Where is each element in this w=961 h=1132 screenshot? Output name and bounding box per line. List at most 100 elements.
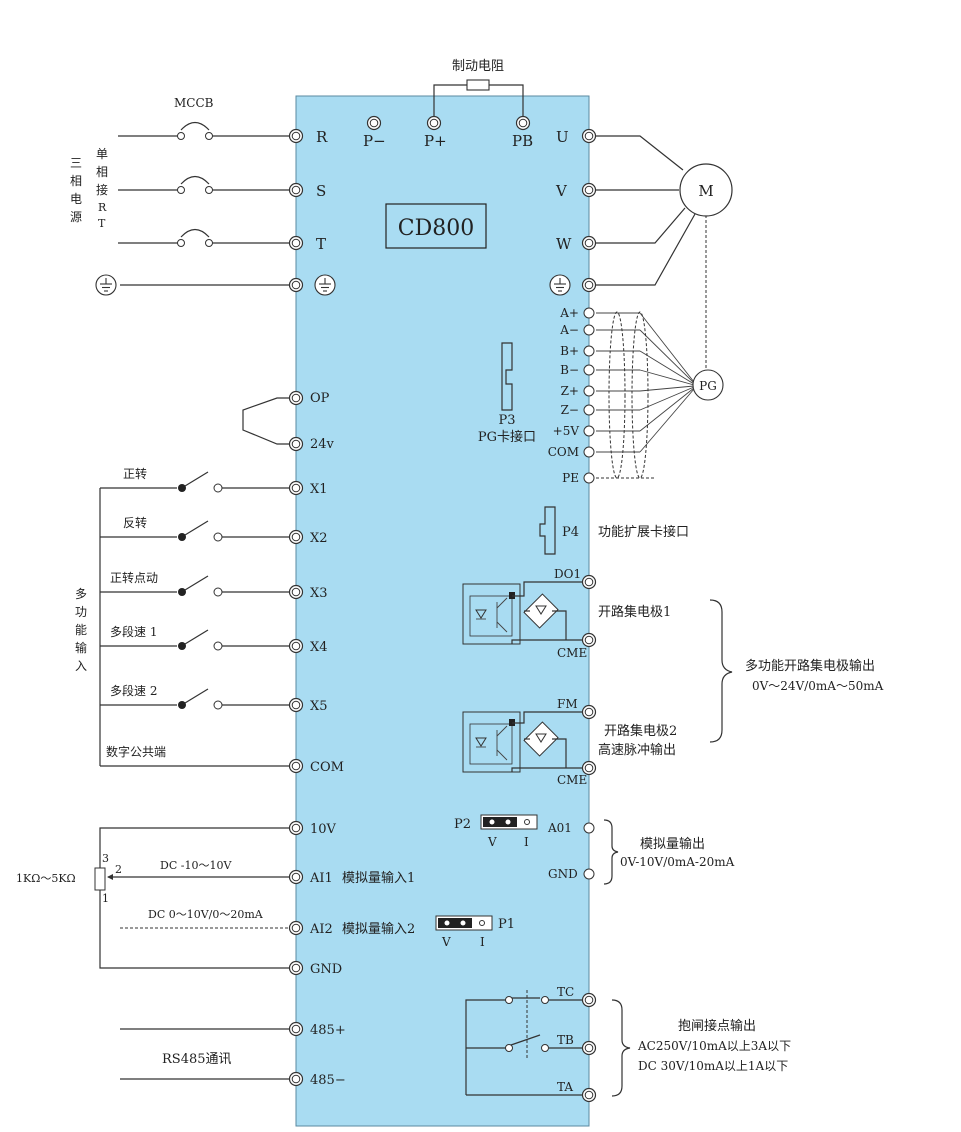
label-cme1: CME	[557, 646, 587, 660]
label-fm: FM	[557, 697, 578, 711]
terminal-z-minus[interactable]	[583, 404, 595, 416]
terminal-w[interactable]	[581, 235, 597, 251]
digital-input-wiring	[99, 471, 289, 767]
terminal-x2[interactable]	[288, 529, 304, 545]
terminal-x4[interactable]	[288, 638, 304, 654]
label-ai2-desc: 模拟量输入2	[342, 921, 415, 937]
ground-symbol-drive-left	[314, 274, 336, 296]
relay-spec-1: AC250V/10mA以上3A以下	[637, 1039, 791, 1053]
input-name-4: 多段速 1	[110, 624, 157, 639]
label-x2: X2	[310, 531, 328, 546]
single-phase-label: 单 相 接 R T	[96, 147, 108, 230]
mccb-label: MCCB	[174, 96, 214, 110]
pot-pin-3: 3	[102, 852, 109, 865]
terminal-x5[interactable]	[288, 697, 304, 713]
terminal-u[interactable]	[581, 128, 597, 144]
input-name-2: 反转	[123, 515, 147, 530]
pulse-label: 高速脉冲输出	[598, 742, 676, 758]
p2-label: P2	[454, 817, 471, 832]
terminal-p-minus[interactable]	[366, 115, 382, 131]
label-r: R	[316, 128, 328, 146]
terminal-p-plus[interactable]	[426, 115, 442, 131]
label-cme2: CME	[557, 773, 587, 787]
jumper-p1[interactable]	[435, 915, 493, 931]
terminal-s[interactable]	[288, 182, 304, 198]
terminal-b-plus[interactable]	[583, 345, 595, 357]
svg-text:功: 功	[75, 605, 87, 619]
terminal-x3[interactable]	[288, 584, 304, 600]
terminal-x1[interactable]	[288, 480, 304, 496]
terminal-tb[interactable]	[581, 1040, 597, 1056]
terminal-do1[interactable]	[581, 574, 597, 590]
terminal-pb[interactable]	[515, 115, 531, 131]
ground-symbol-drive-right	[549, 274, 571, 296]
label-ta: TA	[557, 1080, 573, 1094]
terminal-485-plus[interactable]	[288, 1021, 304, 1037]
terminal-b-minus[interactable]	[583, 364, 595, 376]
terminal-ai2[interactable]	[288, 920, 304, 936]
p1-v: V	[441, 935, 451, 949]
terminal-pg-com[interactable]	[583, 446, 595, 458]
terminal-ai1[interactable]	[288, 869, 304, 885]
ai1-range: DC -10～10V	[160, 859, 232, 872]
terminal-24v[interactable]	[288, 436, 304, 452]
terminal-t[interactable]	[288, 235, 304, 251]
terminal-10v[interactable]	[288, 820, 304, 836]
terminal-tc[interactable]	[581, 992, 597, 1008]
pot-pin-2: 2	[115, 863, 122, 876]
label-ai2: AI2	[309, 922, 333, 937]
p1-i: I	[480, 935, 485, 949]
terminal-ao1[interactable]	[583, 822, 595, 834]
oc-group-range: 0V～24V/0mA～50mA	[752, 679, 884, 693]
terminal-cme1[interactable]	[581, 632, 597, 648]
terminal-a-minus[interactable]	[583, 324, 595, 336]
analog-input-wiring	[94, 827, 289, 969]
label-tc: TC	[557, 985, 574, 999]
label-ao1: A01	[547, 821, 572, 835]
label-v: V	[555, 182, 568, 200]
multi-input-group-label: 多 功 能 输 入	[75, 587, 87, 673]
svg-text:T: T	[98, 217, 106, 230]
svg-text:A+: A+	[559, 306, 579, 320]
svg-text:三: 三	[70, 156, 82, 170]
p3-connector	[501, 342, 513, 411]
label-x4: X4	[310, 640, 328, 655]
terminal-ta[interactable]	[581, 1087, 597, 1103]
label-ai1-desc: 模拟量输入1	[342, 870, 415, 886]
pg-terminals	[583, 307, 595, 484]
svg-text:入: 入	[75, 659, 87, 673]
terminal-485-minus[interactable]	[288, 1071, 304, 1087]
terminal-gnd[interactable]	[288, 960, 304, 976]
input-name-5: 多段速 2	[110, 683, 157, 698]
label-do1: DO1	[554, 567, 581, 581]
terminal-com[interactable]	[288, 758, 304, 774]
terminal-5v[interactable]	[583, 425, 595, 437]
terminal-ao-gnd[interactable]	[583, 868, 595, 880]
optocoupler-1	[462, 581, 589, 645]
terminal-v[interactable]	[581, 182, 597, 198]
input-name-3: 正转点动	[110, 570, 158, 585]
oc-group-label: 多功能开路集电极输出	[745, 658, 875, 674]
terminal-a-plus[interactable]	[583, 307, 595, 319]
svg-text:Z+: Z+	[561, 384, 579, 398]
oc-group-brace	[709, 599, 733, 743]
p2-v: V	[487, 835, 497, 849]
pg-terminal-labels: A+ A− B+ B− Z+ Z− +5V COM PE	[548, 306, 580, 485]
label-x1: X1	[310, 482, 328, 497]
svg-text:多: 多	[75, 587, 87, 601]
motor-symbol	[679, 163, 733, 217]
terminal-ground-right[interactable]	[581, 277, 597, 293]
terminal-r[interactable]	[288, 128, 304, 144]
terminal-pe[interactable]	[583, 472, 595, 484]
terminal-fm[interactable]	[581, 704, 597, 720]
terminal-z-plus[interactable]	[583, 385, 595, 397]
label-24v: 24v	[310, 437, 335, 452]
svg-text:源: 源	[70, 210, 82, 224]
jumper-p2[interactable]	[480, 814, 538, 830]
model-label: CD800	[398, 216, 474, 241]
relay-spec-2: DC 30V/10mA以上1A以下	[638, 1059, 788, 1073]
svg-text:电: 电	[70, 192, 82, 206]
terminal-op[interactable]	[288, 390, 304, 406]
terminal-ground-left[interactable]	[288, 277, 304, 293]
